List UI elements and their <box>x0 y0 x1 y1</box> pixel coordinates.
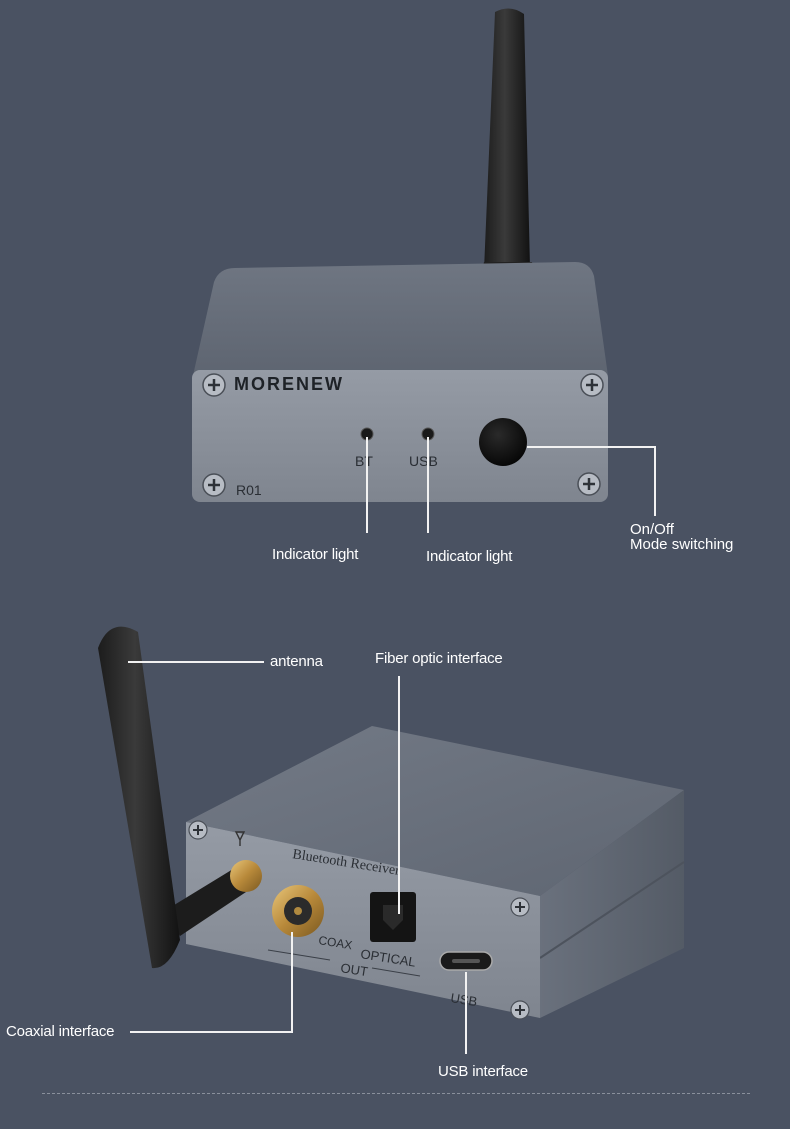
callout-onoff-line1: On/Off <box>630 521 674 538</box>
out-label: OUT <box>340 960 370 979</box>
callout-line-fiber <box>398 676 400 914</box>
antenna-symbol-icon <box>234 831 246 846</box>
coax-label: COAX <box>318 933 354 952</box>
callout-usb-interface: USB interface <box>438 1063 528 1080</box>
callout-indicator-usb: Indicator light <box>426 548 513 565</box>
brand-logo: MORENEW <box>234 374 344 394</box>
model-label: R01 <box>236 482 262 498</box>
usb-led-label: USB <box>409 453 438 469</box>
callout-fiber: Fiber optic interface <box>375 650 503 667</box>
dashed-divider <box>42 1093 750 1094</box>
top-antenna <box>480 8 536 280</box>
usb-port-label: USB <box>450 990 479 1009</box>
bt-label: BT <box>355 453 373 469</box>
callout-antenna: antenna <box>270 653 323 670</box>
callout-onoff: On/Off Mode switching <box>630 522 733 552</box>
callout-line-antenna <box>128 661 264 663</box>
callout-line-knob-v <box>654 446 656 516</box>
bottom-antenna <box>98 626 262 969</box>
callout-line-coax-h <box>130 1031 293 1033</box>
callout-coaxial: Coaxial interface <box>6 1023 115 1040</box>
coax-rca-connector <box>272 885 324 937</box>
callout-indicator-bt: Indicator light <box>272 546 359 563</box>
power-knob <box>479 418 527 466</box>
callout-line-knob-h <box>527 446 655 448</box>
callout-line-bt <box>366 437 368 533</box>
callout-onoff-line2: Mode switching <box>630 536 734 553</box>
callout-line-coax-v <box>291 932 293 1032</box>
top-faceplate <box>192 370 608 502</box>
callout-line-usb-interface <box>465 972 467 1054</box>
callout-line-usb <box>427 437 429 533</box>
screw-icon <box>202 373 604 497</box>
screw-icon <box>188 820 530 1020</box>
